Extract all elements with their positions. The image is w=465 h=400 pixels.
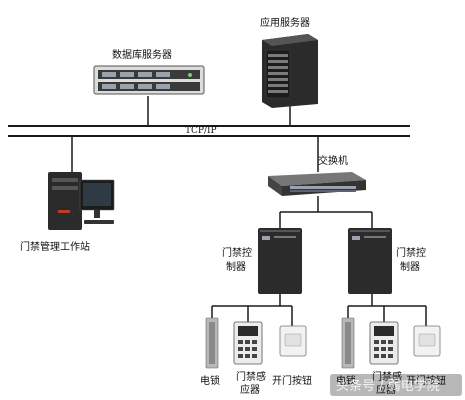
exit-button-right-icon <box>413 325 441 357</box>
reader-left-label-line2: 应器 <box>240 383 260 396</box>
watermark-backdrop <box>330 374 462 396</box>
reader-right-label-line1: 门禁感 <box>372 370 402 383</box>
controller-left-icon <box>258 228 302 294</box>
card-reader-right-icon <box>369 321 399 365</box>
network-switch-icon <box>268 172 366 196</box>
exit-button-left-icon <box>279 325 307 357</box>
controller-right-icon <box>348 228 392 294</box>
reader-right-label-line2: 应器 <box>376 383 396 396</box>
database-server-icon <box>93 65 205 95</box>
switch-label: 交换机 <box>318 154 348 167</box>
watermark-text: 头条号 / 弱电学院 <box>336 378 440 394</box>
lock-left-label: 电锁 <box>200 374 220 387</box>
lock-right-label: 电锁 <box>336 374 356 387</box>
controller-left-label-line2: 制器 <box>226 260 246 273</box>
database-server-label: 数据库服务器 <box>112 48 172 61</box>
workstation-icon <box>48 172 115 230</box>
controller-left-label-line1: 门禁控 <box>222 246 252 259</box>
electric-lock-left-icon <box>205 317 219 369</box>
electric-lock-right-icon <box>341 317 355 369</box>
button-right-label: 开门按钮 <box>406 374 446 387</box>
network-label: TCP/IP <box>185 126 217 136</box>
card-reader-left-icon <box>233 321 263 365</box>
button-left-label: 开门按钮 <box>272 374 312 387</box>
reader-left-label-line1: 门禁感 <box>236 370 266 383</box>
controller-right-label-line1: 门禁控 <box>396 246 426 259</box>
application-server-icon <box>262 34 318 108</box>
workstation-label: 门禁管理工作站 <box>20 240 90 253</box>
application-server-label: 应用服务器 <box>260 16 310 29</box>
controller-right-label-line2: 制器 <box>400 260 420 273</box>
